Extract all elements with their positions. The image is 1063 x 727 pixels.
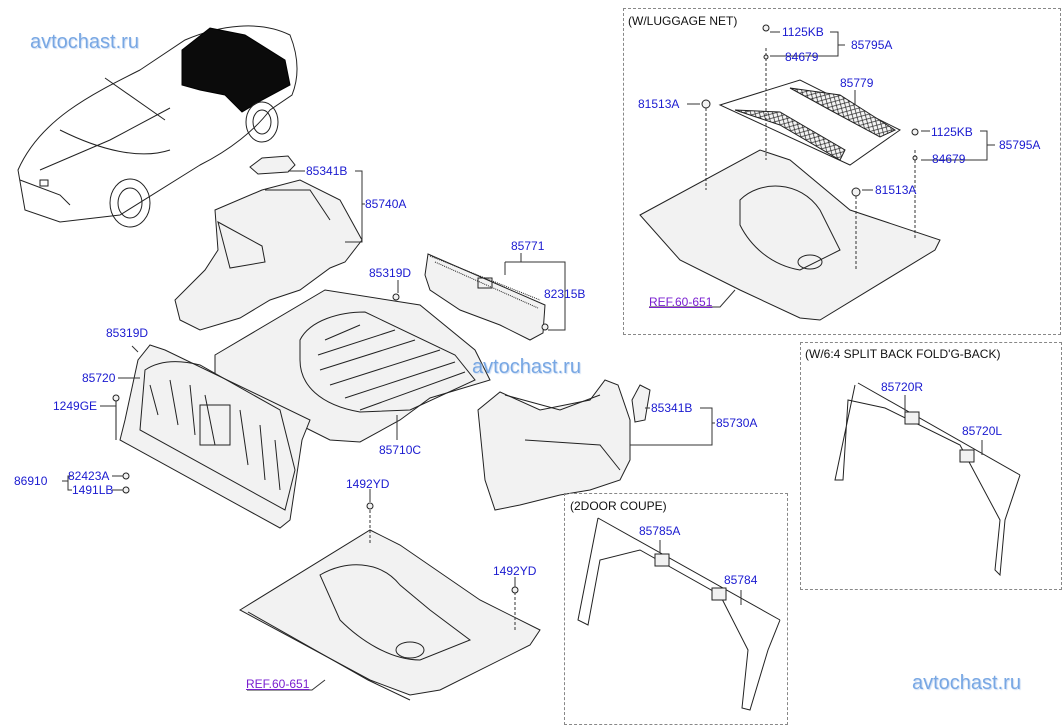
luggage-net-inset — [623, 8, 1061, 335]
trunk-side-trim-right-illustration — [477, 379, 651, 511]
part-label-85341B-right-trim[interactable]: 85341B — [651, 401, 693, 415]
trunk-sill-cover-illustration — [392, 253, 549, 341]
part-label-84679-upper[interactable]: 84679 — [785, 50, 819, 64]
part-label-85771[interactable]: 85771 — [511, 239, 545, 253]
part-label-86910[interactable]: 86910 — [14, 474, 48, 488]
watermark-top-left: avtochast.ru — [30, 31, 139, 53]
watermark-bottom-right: avtochast.ru — [912, 672, 1021, 694]
reference-link-net-floor[interactable]: REF.60-651 — [649, 295, 713, 309]
part-label-85795A-upper[interactable]: 85795A — [851, 38, 893, 52]
part-label-81513A-left[interactable]: 81513A — [638, 97, 680, 111]
part-label-85720R[interactable]: 85720R — [881, 380, 924, 394]
part-label-81513A-right[interactable]: 81513A — [875, 183, 917, 197]
part-label-85710C[interactable]: 85710C — [379, 443, 422, 457]
part-label-85720L[interactable]: 85720L — [962, 424, 1003, 438]
split-back-inset — [800, 342, 1062, 590]
split-back-inset-title: (W/6:4 SPLIT BACK FOLD'G-BACK) — [805, 347, 1001, 361]
part-label-85319D-sill[interactable]: 85319D — [369, 266, 412, 280]
trunk-side-trim-left-illustration — [174, 155, 363, 331]
part-label-85720[interactable]: 85720 — [82, 371, 116, 385]
part-label-1492YD-front[interactable]: 1492YD — [346, 477, 390, 491]
part-label-85341B-left-trim[interactable]: 85341B — [306, 164, 348, 178]
part-label-82315B[interactable]: 82315B — [544, 287, 586, 301]
part-label-1492YD-rear[interactable]: 1492YD — [493, 564, 537, 578]
coupe-inset — [564, 493, 788, 725]
part-label-1249GE[interactable]: 1249GE — [53, 399, 98, 413]
part-label-84679-lower[interactable]: 84679 — [932, 152, 966, 166]
reference-link-main-floor[interactable]: REF.60-651 — [246, 677, 310, 691]
leader-lines — [62, 31, 995, 691]
part-label-85795A-lower[interactable]: 85795A — [999, 138, 1041, 152]
part-label-85784[interactable]: 85784 — [724, 573, 758, 587]
coupe-bracket-illustration — [577, 517, 781, 711]
part-label-85319D-panel[interactable]: 85319D — [106, 326, 149, 340]
part-label-1125KB-upper[interactable]: 1125KB — [782, 25, 824, 39]
coupe-inset-title: (2DOOR COUPE) — [570, 499, 667, 513]
part-label-1125KB-lower[interactable]: 1125KB — [931, 125, 973, 139]
watermark-center: avtochast.ru — [472, 356, 581, 378]
luggage-net-illustration — [639, 24, 941, 321]
part-label-85740A[interactable]: 85740A — [365, 197, 407, 211]
part-label-85730A[interactable]: 85730A — [716, 416, 758, 430]
car-overview-illustration — [17, 25, 298, 228]
luggage-net-inset-title: (W/LUGGAGE NET) — [628, 14, 738, 28]
rear-floor-panel-illustration — [238, 502, 541, 701]
part-label-82423A[interactable]: 82423A — [68, 469, 110, 483]
split-back-bracket-illustration — [834, 382, 1021, 577]
part-label-85779[interactable]: 85779 — [840, 76, 874, 90]
rear-back-panel-illustration — [112, 344, 311, 529]
part-label-1491LB[interactable]: 1491LB — [72, 483, 114, 497]
part-label-85785A[interactable]: 85785A — [639, 524, 681, 538]
